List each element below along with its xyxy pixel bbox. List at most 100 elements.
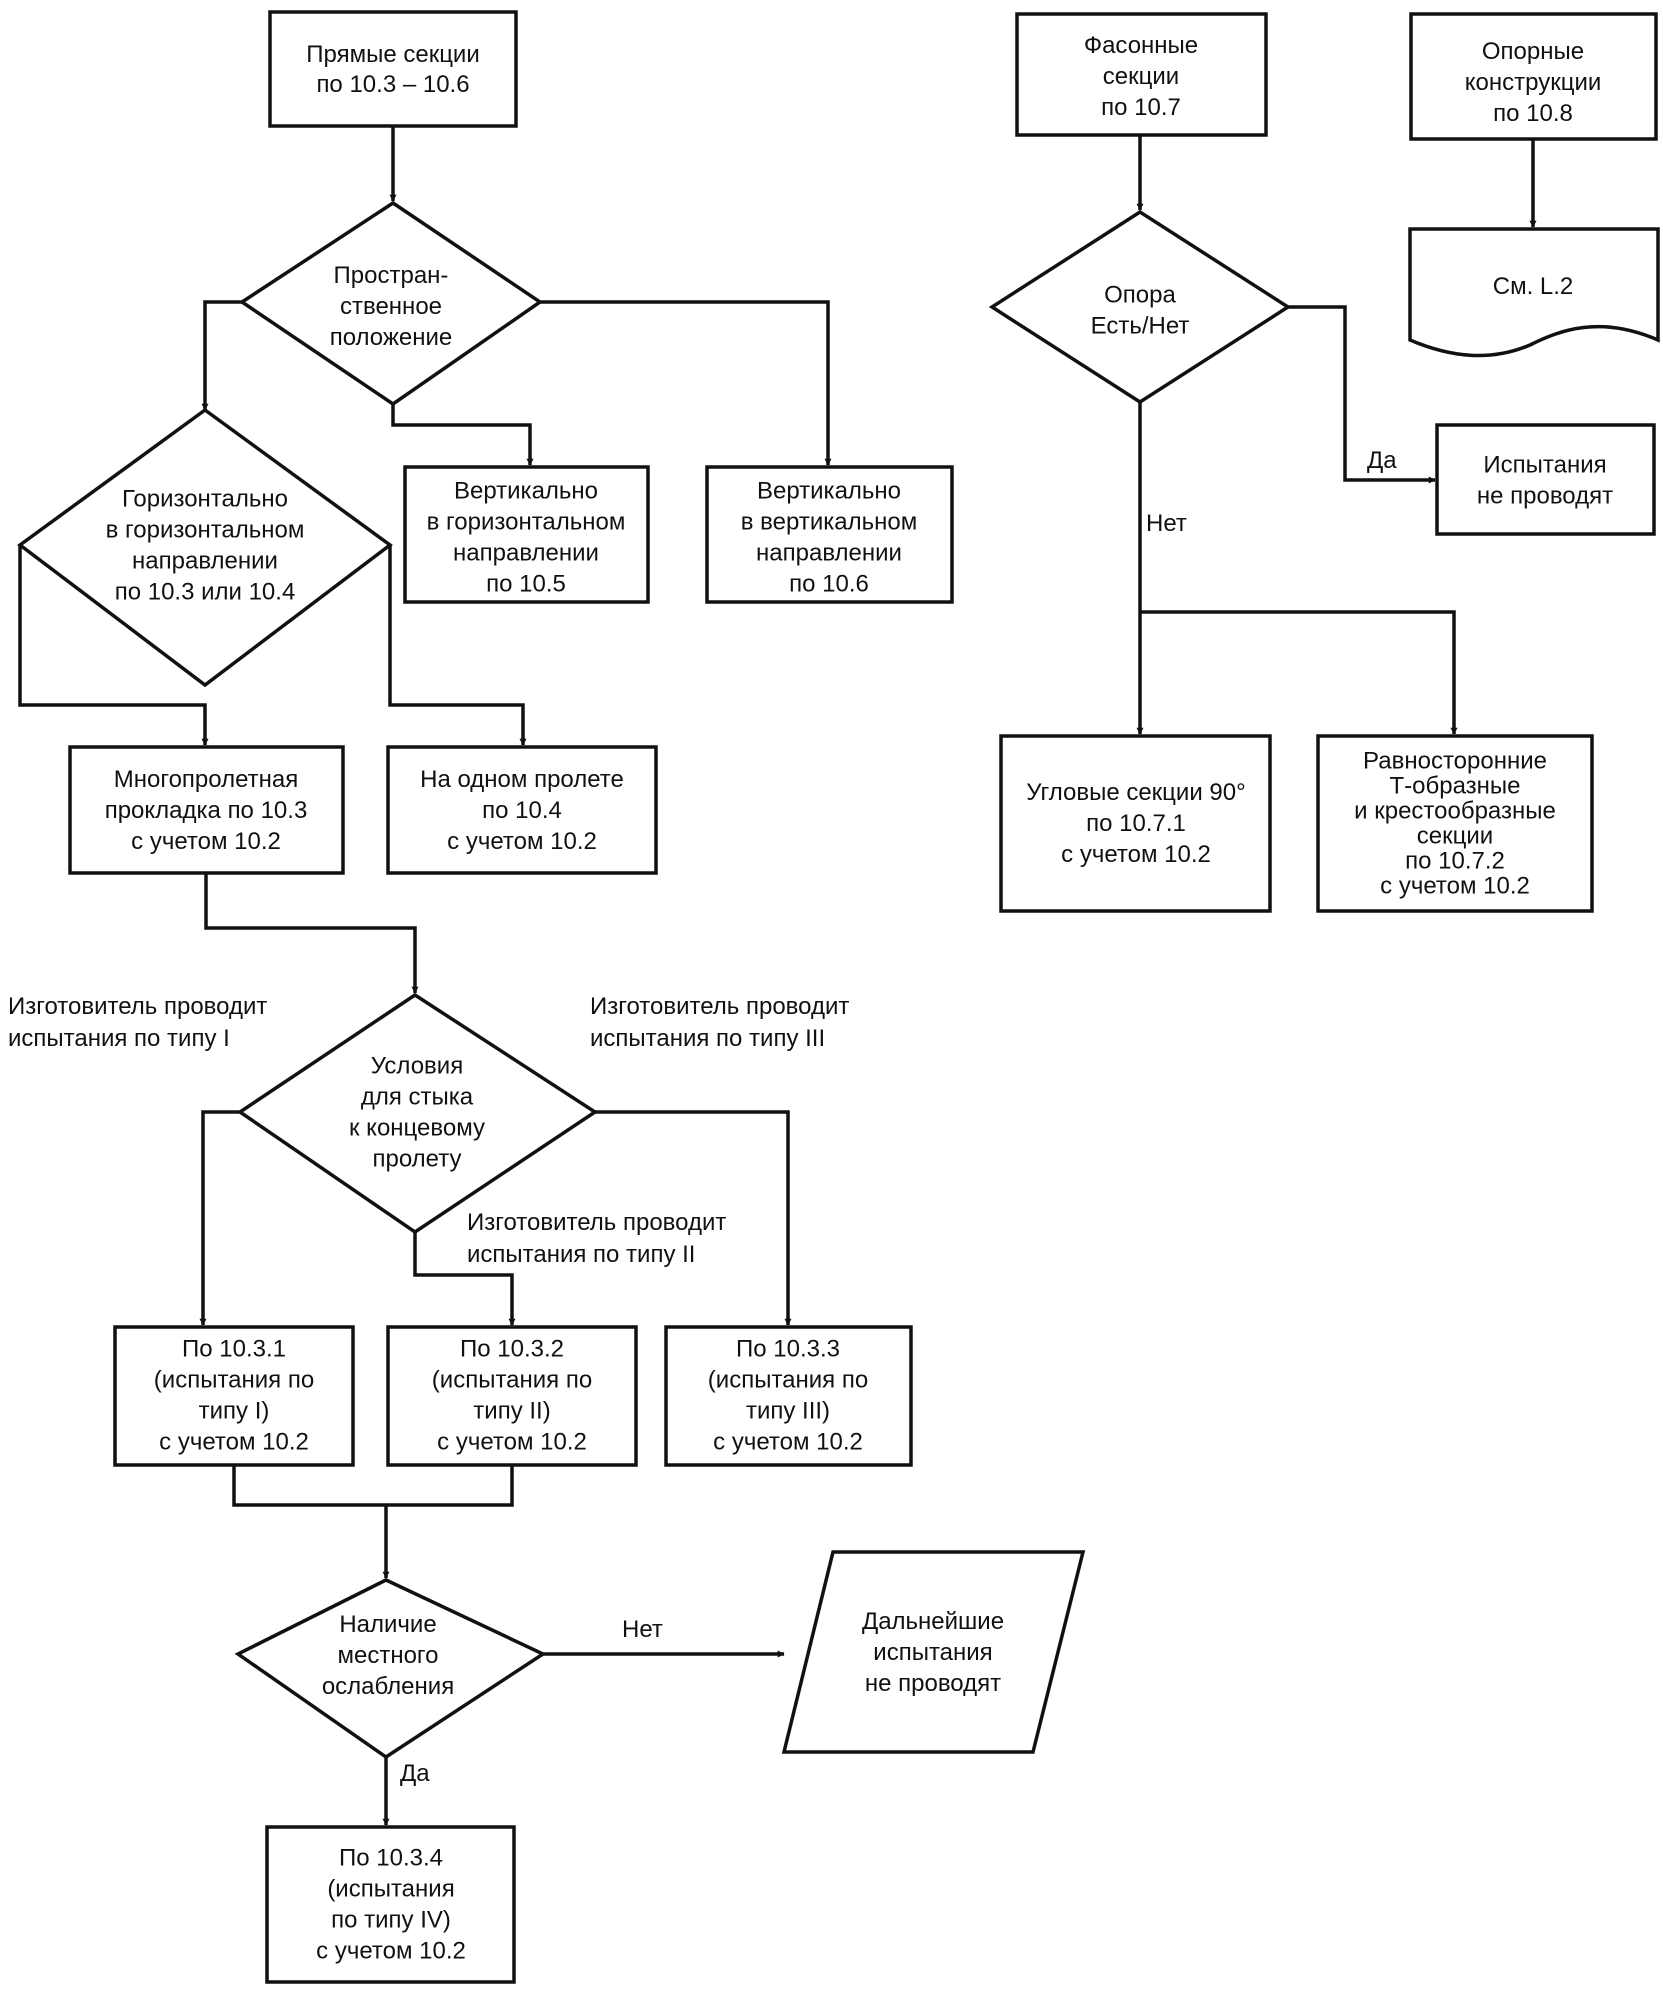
text-line: по 10.7 xyxy=(1101,94,1181,121)
text-line: Условия xyxy=(371,1053,463,1080)
arrow-joint-to-p1032 xyxy=(413,1232,516,1326)
arrow-joint-to-p1031 xyxy=(199,1110,240,1326)
text-line: направлении xyxy=(756,540,902,567)
text-line: по типу IV) xyxy=(331,1907,451,1934)
text-line: по 10.7.2 xyxy=(1405,848,1505,875)
label-local-yes: Да xyxy=(400,1760,430,1787)
text-line: Опорные xyxy=(1482,38,1584,65)
text-line: (испытания по xyxy=(154,1367,314,1394)
text-line: Многопролетная xyxy=(114,766,298,793)
node-multispan: Многопролетная прокладка по 10.3 с учетом … xyxy=(68,745,345,875)
node-straight-sections-text: Прямые секции по 10.3 – 10.6 xyxy=(306,41,480,98)
text-line: Есть/Нет xyxy=(1091,313,1190,340)
text-line: Наличие xyxy=(339,1611,436,1638)
text-line: с учетом 10.2 xyxy=(447,828,597,855)
label-support-no: Нет xyxy=(1146,510,1187,537)
text-line: Изготовитель проводит xyxy=(8,993,267,1020)
label-local-no: Нет xyxy=(622,1616,663,1643)
text-line: Вертикально xyxy=(757,478,901,505)
text-line: направлении xyxy=(453,540,599,567)
text-line: Простран- xyxy=(334,262,449,289)
text-line: секции xyxy=(1103,63,1179,90)
text-line: На одном пролете xyxy=(420,766,624,793)
node-see-l2: См. L.2 xyxy=(1408,227,1660,358)
text-line: типу II) xyxy=(473,1398,550,1425)
arrow-horizontal-to-single-span xyxy=(388,545,527,746)
text-line: Испытания xyxy=(1483,452,1606,479)
decision-local-weakening-text: Наличие местного ослабления xyxy=(322,1611,454,1700)
text-line: по 10.4 xyxy=(482,797,562,824)
text-line: ослабления xyxy=(322,1673,454,1700)
text-line: типу I) xyxy=(199,1398,270,1425)
text-line: конструкции xyxy=(1465,69,1602,96)
text-line: Прямые секции xyxy=(306,41,480,68)
text-line: Горизонтально xyxy=(122,486,288,513)
text-line: Фасонные xyxy=(1084,32,1198,59)
text-line: с учетом 10.2 xyxy=(131,828,281,855)
text-line: для стыка xyxy=(361,1084,474,1111)
label-support-yes: Да xyxy=(1367,447,1397,474)
text-line: (испытания xyxy=(327,1876,454,1903)
text-line: с учетом 10.2 xyxy=(1061,841,1211,868)
text-line: по 10.5 xyxy=(486,571,566,598)
text-line: с учетом 10.2 xyxy=(1380,873,1530,900)
text-line: испытания по типу II xyxy=(467,1241,695,1268)
text-line: Равносторонние xyxy=(1363,748,1547,775)
decision-joint-conditions: Условия для стыка к концевому пролету xyxy=(236,992,599,1235)
text-line: с учетом 10.2 xyxy=(316,1938,466,1965)
decision-joint-conditions-text: Условия для стыка к концевому пролету xyxy=(349,1053,485,1173)
text-line: в горизонтальном xyxy=(427,509,626,536)
text-line: с учетом 10.2 xyxy=(159,1429,309,1456)
text-line: в горизонтальном xyxy=(106,517,305,544)
text-line: испытания по типу III xyxy=(590,1025,825,1052)
text-line: Угловые секции 90° xyxy=(1026,779,1245,806)
text-line: пролету xyxy=(373,1146,462,1173)
text-line: ственное xyxy=(340,293,442,320)
text-line: по 10.3 или 10.4 xyxy=(115,579,296,606)
text-line: испытания по типу I xyxy=(8,1025,230,1052)
node-shaped-sections: Фасонные секции по 10.7 xyxy=(1015,12,1268,137)
text-line: по 10.3 – 10.6 xyxy=(316,71,469,98)
text-line: (испытания по xyxy=(432,1367,592,1394)
connector-p1031-p1032 xyxy=(232,1465,514,1507)
node-straight-sections: Прямые секции по 10.3 – 10.6 xyxy=(268,10,518,128)
text-line: местного xyxy=(337,1642,438,1669)
text-line: с учетом 10.2 xyxy=(713,1429,863,1456)
arrow-spatial-to-horizontal xyxy=(201,300,242,411)
node-multispan-text: Многопролетная прокладка по 10.3 с учетом … xyxy=(105,766,308,855)
arrow-support-to-equal xyxy=(1140,610,1458,735)
text-line: (испытания по xyxy=(708,1367,868,1394)
text-line: к концевому xyxy=(349,1115,485,1142)
text-line: и крестообразные xyxy=(1354,798,1556,825)
arrow-joint-to-p1033 xyxy=(595,1110,792,1326)
text-line: прокладка по 10.3 xyxy=(105,797,308,824)
arrow-spatial-to-vert-horiz xyxy=(391,404,534,466)
arrow-support-yes xyxy=(1288,305,1436,484)
